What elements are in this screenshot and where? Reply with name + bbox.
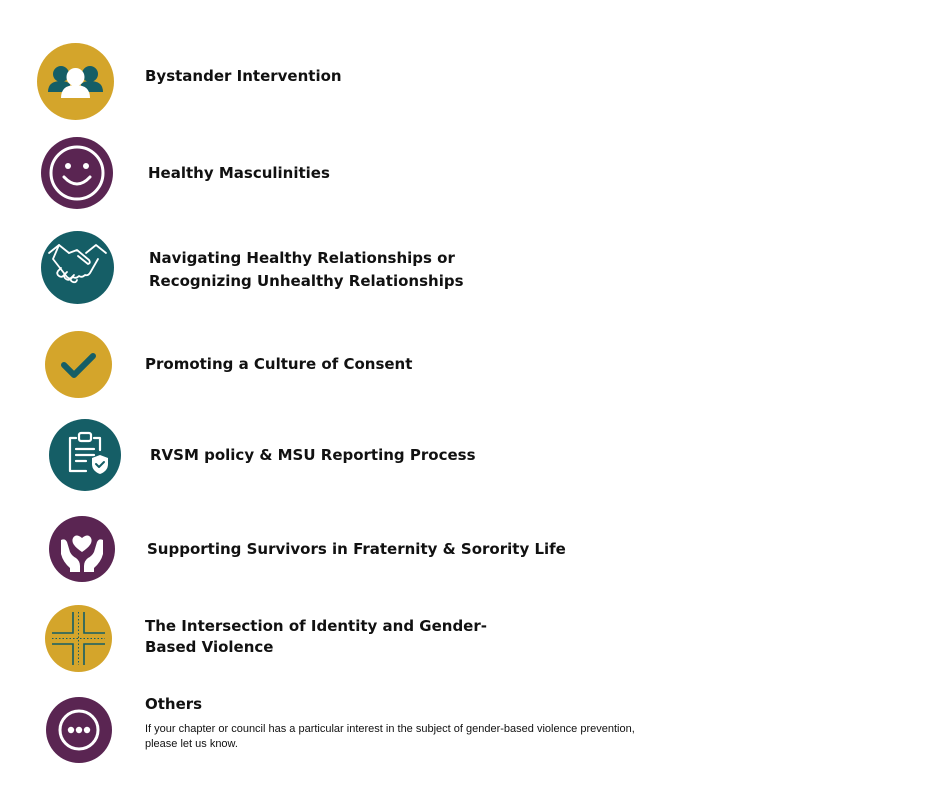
topic-label-consent: Promoting a Culture of Consent [145,355,413,373]
topic-label-masculinities: Healthy Masculinities [148,164,330,182]
topic-label-bystander: Bystander Intervention [145,67,342,85]
people-icon [37,43,114,120]
others-description-line2: please let us know. [145,738,238,750]
others-description-line1: If your chapter or council has a particu… [145,723,635,735]
smiley-icon [41,137,113,209]
topic-label-rvsm: RVSM policy & MSU Reporting Process [150,446,476,464]
topic-label-relationships-line2: Recognizing Unhealthy Relationships [149,272,464,290]
more-dots-icon [46,697,112,763]
topic-label-intersection-line2: Based Violence [145,638,274,656]
topic-label-relationships-line1: Navigating Healthy Relationships or [149,249,455,267]
clipboard-shield-icon [49,419,121,491]
checkmark-icon [45,331,112,398]
topic-label-intersection-line1: The Intersection of Identity and Gender- [145,617,487,635]
topic-label-others: Others [145,695,203,713]
hands-heart-icon [49,516,115,582]
handshake-icon [41,231,114,304]
topic-label-survivors: Supporting Survivors in Fraternity & Sor… [147,540,566,558]
intersection-icon [45,605,112,672]
